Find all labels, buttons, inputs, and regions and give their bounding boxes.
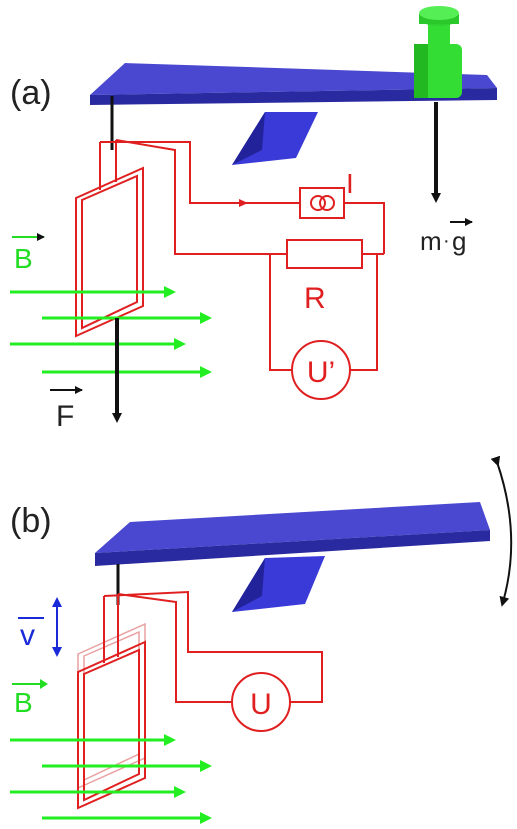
rotation-arrow-icon [490, 455, 513, 607]
field-label-b: B [14, 687, 33, 718]
velocity-label: v [20, 619, 35, 652]
panel-b: (b) [10, 455, 513, 824]
force-label: F [56, 400, 74, 433]
panel-label-b: (b) [10, 502, 52, 540]
circuit-b [103, 590, 323, 703]
weight-icon [414, 6, 462, 98]
balance-beam-a [90, 63, 497, 105]
coil-a [75, 140, 144, 338]
field-label-a: B [14, 243, 33, 274]
weight-label-g: g [452, 226, 466, 256]
weight-label-dot: · [443, 230, 450, 252]
field-lines-a [10, 286, 212, 378]
voltmeter-icon-b [231, 672, 291, 732]
weight-label: m · g [420, 218, 473, 256]
coil-b [77, 594, 146, 810]
voltmeter-label-a: U’ [307, 356, 335, 389]
pivot-b [232, 556, 325, 612]
panel-label-a: (a) [10, 74, 52, 112]
resistor-icon [286, 239, 363, 269]
voltmeter-icon-a [291, 340, 351, 400]
weight-label-m: m [420, 226, 442, 256]
field-lines-b [10, 734, 212, 824]
coil-ghost-b [77, 622, 146, 790]
current-source-icon [299, 187, 345, 219]
voltmeter-label-b: U [250, 688, 272, 721]
resistor-label: R [304, 282, 326, 315]
current-label: I [346, 168, 354, 199]
circuit-a [100, 139, 385, 371]
panel-a: (a) [10, 6, 497, 433]
balance-beam-b [95, 502, 490, 566]
pivot-a [232, 112, 318, 165]
